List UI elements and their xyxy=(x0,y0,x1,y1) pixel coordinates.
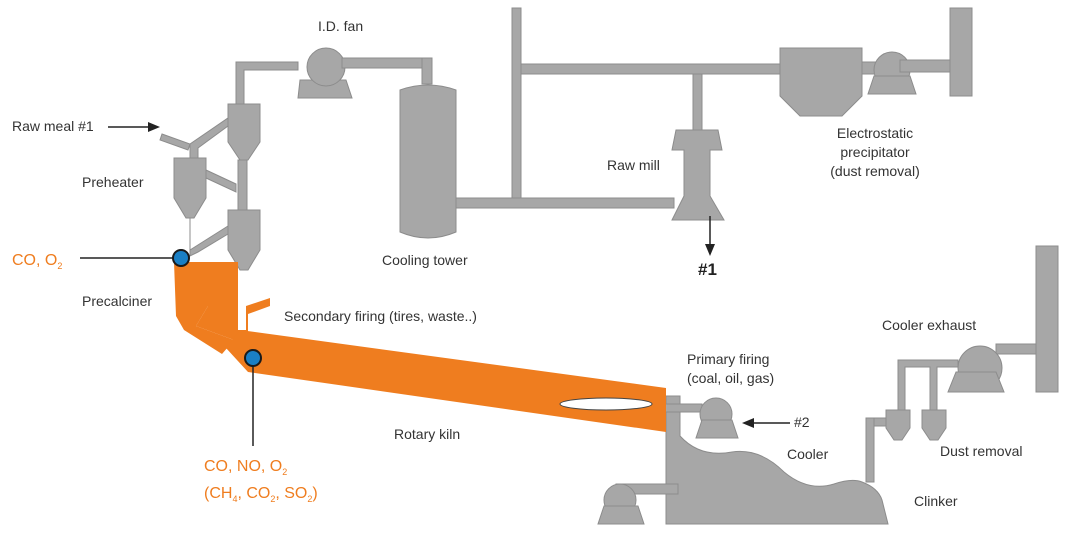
id-fan-housing xyxy=(306,47,346,87)
primary-burner-pipe xyxy=(661,403,703,413)
raw-meal-arrowhead xyxy=(148,122,160,132)
label-preheater: Preheater xyxy=(82,174,144,190)
label-secondary-firing: Secondary firing (tires, waste..) xyxy=(284,308,477,324)
kl2-mid2: , SO xyxy=(275,485,308,503)
label-rotary-kiln: Rotary kiln xyxy=(394,426,461,442)
raw-mill xyxy=(671,129,725,221)
preheater-cyclone-left xyxy=(173,157,207,219)
label-marker-1: #1 xyxy=(698,260,717,279)
fuel-arrowhead xyxy=(742,418,754,428)
kl2-open: (CH xyxy=(204,485,233,503)
esp-line-3: (dust removal) xyxy=(830,163,920,179)
kiln-flame xyxy=(559,397,653,411)
sample-top-sub: 2 xyxy=(57,261,63,272)
label-raw-meal: Raw meal #1 xyxy=(12,118,94,134)
dust-removal-cyclone-1 xyxy=(885,409,911,441)
kl2-close: ) xyxy=(312,485,318,503)
duct-main-vertical xyxy=(511,7,522,199)
esp-line-1: Electrostatic xyxy=(836,125,914,141)
cooling-tower xyxy=(399,84,457,239)
duct-tower-mill xyxy=(455,197,675,209)
kl2-sub3: 2 xyxy=(307,494,313,505)
sample-kiln-line-2: (CH4, CO2, SO2) xyxy=(204,483,318,510)
primary-firing-line-2: (coal, oil, gas) xyxy=(687,370,775,386)
label-raw-mill: Raw mill xyxy=(607,157,660,173)
preheater-duct-3 xyxy=(237,159,248,211)
duct-fan-cooling-tower xyxy=(421,57,433,85)
sample-kiln-line1-prefix: CO, NO, O xyxy=(204,458,283,475)
label-dust-removal: Dust removal xyxy=(940,443,1023,459)
esp-fan xyxy=(867,75,917,95)
mill-arrowhead xyxy=(705,244,715,256)
label-id-fan: I.D. fan xyxy=(318,18,364,34)
label-cooler-exhaust: Cooler exhaust xyxy=(882,317,977,333)
kl2-sub2: 2 xyxy=(270,494,276,505)
duct-to-mill xyxy=(692,73,703,131)
esp-fan-outlet xyxy=(899,59,951,73)
precalciner xyxy=(174,262,234,354)
label-cooling-tower: Cooling tower xyxy=(382,252,468,268)
label-sample-kiln: CO, NO, O2 (CH4, CO2, SO2) xyxy=(204,456,318,510)
duct-preheater-fan xyxy=(235,61,299,105)
cooler-exhaust-duct xyxy=(995,343,1037,355)
cooler-exhaust-fan xyxy=(947,371,1005,393)
raw-meal-inlet xyxy=(159,133,191,151)
cooler xyxy=(665,395,889,525)
preheater-duct-1 xyxy=(189,117,229,159)
label-primary-firing: Primary firing (coal, oil, gas) xyxy=(687,350,774,388)
sample-point-kiln-inlet xyxy=(244,349,262,367)
clinker-fan xyxy=(597,505,645,525)
precalciner-duct xyxy=(196,262,270,340)
primary-firing-line-1: Primary firing xyxy=(687,351,770,367)
label-marker-2: #2 xyxy=(794,414,810,430)
rotary-kiln xyxy=(226,330,666,432)
electrostatic-precipitator xyxy=(779,47,863,117)
kl2-mid1: , CO xyxy=(237,485,271,503)
primary-fan xyxy=(695,419,739,439)
label-sample-precalciner: CO, O2 xyxy=(12,250,62,277)
cooler-exhaust-ducting xyxy=(897,359,959,413)
kl2-sub1: 4 xyxy=(232,494,238,505)
sample-point-precalciner xyxy=(172,249,190,267)
label-clinker: Clinker xyxy=(914,493,958,509)
sample-kiln-line1-sub: 2 xyxy=(282,467,288,478)
stack-1 xyxy=(949,7,973,97)
preheater-duct-2 xyxy=(205,169,237,193)
preheater-cyclone-lower xyxy=(227,209,261,271)
label-precalciner: Precalciner xyxy=(82,293,153,309)
dust-removal-cyclone-2 xyxy=(921,409,947,441)
id-fan-outlet xyxy=(341,57,423,69)
sample-top-prefix: CO, O xyxy=(12,252,58,269)
dust-removal-drop xyxy=(865,417,875,483)
esp-line-2: precipitator xyxy=(840,144,910,160)
label-cooler: Cooler xyxy=(787,446,829,462)
preheater-duct-4 xyxy=(189,218,229,257)
sample-kiln-line-1: CO, NO, O2 xyxy=(204,456,318,483)
stack-2 xyxy=(1035,245,1059,393)
preheater-cyclone-upper xyxy=(227,103,261,161)
label-electrostatic-precipitator: Electrostatic precipitator (dust removal… xyxy=(805,124,945,181)
duct-main-horizontal xyxy=(520,63,782,75)
